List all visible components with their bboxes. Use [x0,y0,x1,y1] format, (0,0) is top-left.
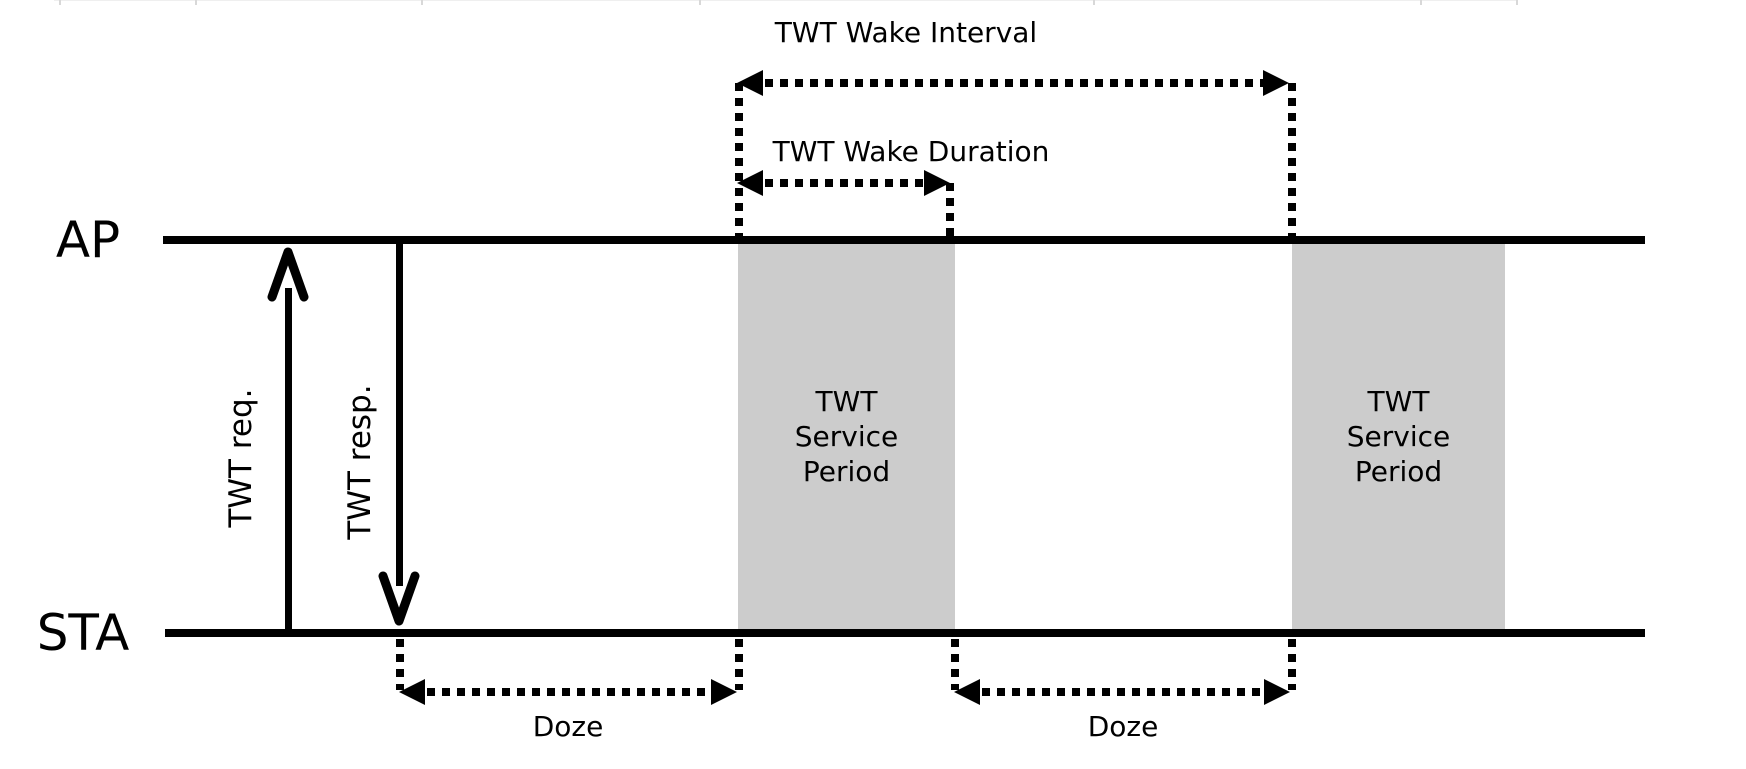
doze2-right-extension-line [1288,639,1296,690]
twt-service-period-box-1: TWT Service Period [738,244,955,629]
twt-request-arrow-shaft [285,288,292,633]
page-edge-artifact-tick [195,0,197,5]
page-edge-artifact-tick [1420,0,1422,5]
twt-wake-interval-dotted-line [765,79,1265,87]
wake-interval-right-extension-line [1288,83,1296,236]
page-edge-hairline [54,0,1517,1]
twt-wake-duration-label: TWT Wake Duration [772,135,1050,168]
doze1-right-extension-line [735,639,743,690]
doze2-label: Doze [1087,710,1159,743]
twt-wake-duration-dotted-line [765,179,925,187]
arrowhead-right-icon [924,170,950,196]
arrowhead-right-icon [1264,679,1290,705]
arrowhead-left-icon [399,679,425,705]
wake-interval-left-extension-line [735,83,743,236]
doze1-dotted-line [427,688,712,696]
twt-service-period-label: TWT Service Period [794,385,899,488]
arrowhead-down-icon [378,571,420,626]
arrowhead-up-icon [267,247,309,302]
doze2-dotted-line [982,688,1267,696]
ap-lane-label: AP [55,211,121,269]
arrowhead-left-icon [954,679,980,705]
arrowhead-left-icon [737,170,763,196]
page-edge-artifact-tick [421,0,423,5]
twt-service-period-box-2: TWT Service Period [1292,244,1505,629]
twt-request-label: TWT req. [223,388,259,528]
twt-service-period-label: TWT Service Period [1346,385,1451,488]
ap-timeline [163,236,1645,244]
twt-wake-interval-label: TWT Wake Interval [774,16,1038,49]
twt-response-label: TWT resp. [342,384,378,540]
sta-lane-label: STA [36,604,130,662]
arrowhead-right-icon [711,679,737,705]
sta-timeline [165,629,1645,637]
doze2-left-extension-line [951,639,959,690]
arrowhead-right-icon [1263,70,1289,96]
doze1-left-extension-line [396,639,404,690]
page-edge-artifact-tick [59,0,61,5]
wake-duration-right-extension-line [946,183,954,236]
page-edge-artifact-tick [1516,0,1518,5]
twt-response-arrow-shaft [396,244,403,586]
doze1-label: Doze [532,710,604,743]
page-edge-artifact-tick [1093,0,1095,5]
page-edge-artifact-tick [699,0,701,5]
